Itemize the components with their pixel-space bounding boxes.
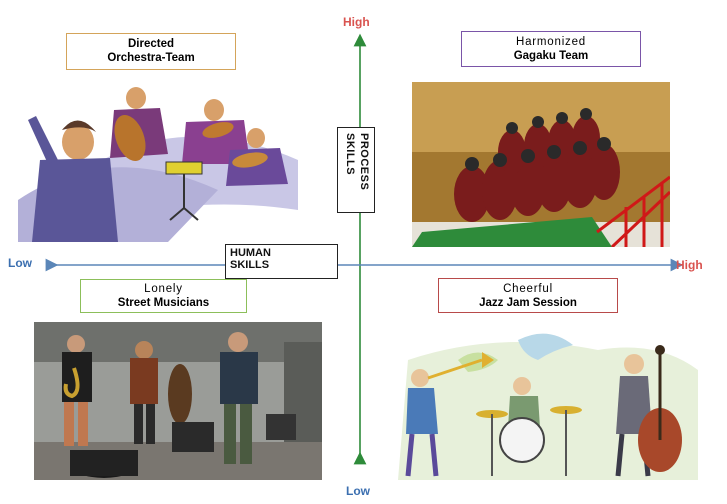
human-skills-line2: SKILLS: [230, 259, 270, 271]
label-line1: Harmonized: [516, 36, 586, 48]
label-line1: Lonely: [144, 283, 183, 295]
axis-left-label: Low: [8, 256, 32, 270]
orchestra-clipart-image: [18, 80, 302, 242]
jazz-band-clipart-image: [398, 330, 698, 480]
process-skills-line2: SKILLS: [344, 133, 356, 176]
street-musicians-photo-image: [34, 322, 322, 480]
quadrant-bottom-left-label: Lonely Street Musicians: [80, 279, 247, 313]
axis-top-label: High: [343, 15, 370, 29]
human-skills-line1: HUMAN: [230, 247, 271, 259]
process-skills-box: PROCESS SKILLS: [337, 127, 375, 213]
gagaku-photo-image: [412, 82, 670, 247]
process-skills-line1: PROCESS: [358, 133, 370, 191]
label-line1: Cheerful: [503, 283, 553, 295]
label-line2: Gagaku Team: [513, 50, 589, 62]
axis-bottom-label: Low: [346, 484, 370, 498]
quadrant-top-left-label: Directed Orchestra-Team: [66, 33, 236, 70]
axis-right-label: High: [676, 258, 703, 272]
quadrant-bottom-right-label: Cheerful Jazz Jam Session: [438, 278, 618, 313]
human-skills-box: HUMAN SKILLS: [225, 244, 338, 279]
quadrant-top-right-label: Harmonized Gagaku Team: [461, 31, 641, 67]
label-line1: Directed: [127, 38, 175, 50]
label-line2: Jazz Jam Session: [479, 297, 577, 309]
label-line2: Street Musicians: [117, 297, 210, 309]
label-line2: Orchestra-Team: [107, 52, 195, 64]
